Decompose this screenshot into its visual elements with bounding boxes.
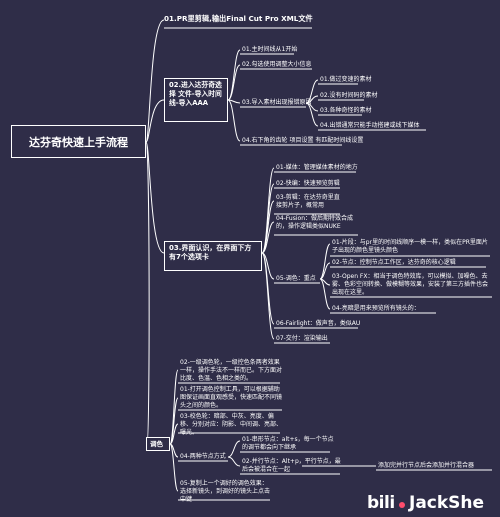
error-item[interactable]: 04.出错通常只能手动搭建或线下媒体	[320, 122, 420, 129]
watermark: bili JackShe	[367, 492, 497, 514]
tab-item[interactable]: 06-Fairlight：做声音，类似AU	[276, 320, 361, 327]
grading-item[interactable]: 04-亮暗是用来预览所有镜头的：	[332, 305, 420, 312]
tab-item[interactable]: 04-Fusion：做后期特效合成的，操作逻辑类似NUKE	[276, 215, 353, 230]
branch-2-item[interactable]: 03.导入素材出现报错原因	[242, 99, 312, 106]
error-item[interactable]: 03.各种奇怪的素材	[320, 107, 372, 114]
color-item[interactable]: 03-校色轮：暗部、中灰、亮度、偏移、分别对应：阴影、中间调、亮部、曝光。	[180, 413, 283, 436]
branch-2-node[interactable]: 02.进入达芬奇选择 文件-导入时间线-导入AAA	[164, 78, 228, 122]
root-node[interactable]: 达芬奇快速上手流程	[11, 125, 146, 158]
error-item[interactable]: 01.做过变速的素材	[320, 76, 372, 83]
branch-4-node[interactable]: 调色	[146, 437, 170, 451]
bilibili-logo: bili	[367, 493, 395, 513]
branch-1-node[interactable]: 01.PR里剪辑,输出Final Cut Pro XML文件	[164, 14, 313, 23]
tab-item[interactable]: 01-媒体：管理媒体素材的地方	[276, 164, 358, 171]
parallel-note[interactable]: 添加完并行节点后会添加并行混合器	[378, 462, 475, 469]
tab-item[interactable]: 03-剪辑：在达芬奇里直接剪片子，概常用	[276, 194, 340, 209]
node-type-item[interactable]: 01-串形节点：alt+s，每一个节点的调节都会向下继承	[242, 436, 334, 451]
author-name: JackShe	[409, 493, 485, 513]
branch-2-item[interactable]: 02.勾选使用调整大小信息	[242, 61, 312, 68]
grading-item[interactable]: 01-片段：与pr里的时间线顺序一模一样，类似在PR里面片子出现的颜色里镜头颜色	[332, 239, 488, 254]
color-item[interactable]: 02-一级调色轮，一级控色条两者效果一样，操作手法不一样而已。下方面对比度、色温…	[180, 359, 283, 382]
branch-2-item[interactable]: 04.右下角的齿轮 项目设置 有匹配时间线设置	[242, 137, 364, 144]
tab-item[interactable]: 07-交付：渲染输出	[276, 335, 328, 342]
grading-item[interactable]: 03-Open FX：相当于调色特效库，可以模拟、加噪色、去雾、色彩空间转换、做…	[332, 273, 489, 296]
logo-dot-icon	[399, 502, 405, 508]
tab-item[interactable]: 02-快编：快速预览剪辑	[276, 180, 340, 187]
grading-item[interactable]: 02-节点：控制节点工作区，达芬奇的核心逻辑	[332, 259, 456, 266]
branch-3-node[interactable]: 03.界面认识，在界面下方有7个选项卡	[164, 241, 262, 271]
tab-item-grading[interactable]: 05-调色：重点	[276, 275, 316, 282]
branch-2-item[interactable]: 01.主时间线从1开始	[242, 46, 298, 53]
color-item[interactable]: 01-打开调色控制工具，可以根据辅助图保证画面直观感受，快速匹配不同镜头之间的颜…	[180, 386, 283, 409]
color-item[interactable]: 04-两种节点方式	[180, 453, 226, 460]
color-item[interactable]: 05-复制上一个调好的调色效果：选择新镜头，到调好的镜头上点击中键	[180, 480, 271, 503]
error-item[interactable]: 02.没有时间码的素材	[320, 92, 378, 99]
node-type-item[interactable]: 02-并行节点：Alt+p，平行节点，最后会被混合在一起	[242, 458, 341, 473]
